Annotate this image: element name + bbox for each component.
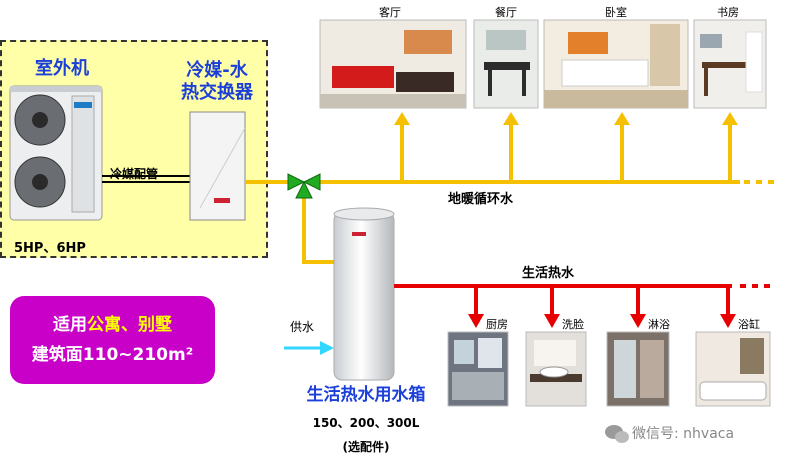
three-way-valve xyxy=(287,173,321,199)
tank-sizes: 150、200、300L xyxy=(312,416,420,430)
photo-dining-room xyxy=(473,19,539,109)
applicability-badge: 适用公寓、别墅 建筑面110~210m² xyxy=(10,296,215,384)
room-label-bathtub: 浴缸 xyxy=(738,318,760,331)
photo-living-room xyxy=(319,19,467,109)
supply-arrow xyxy=(284,341,334,355)
room-label-kitchen: 厨房 xyxy=(486,318,508,331)
room-label-study: 书房 xyxy=(717,6,739,19)
promo-prefix: 适用 xyxy=(53,315,87,335)
photo-washbasin xyxy=(525,331,587,407)
heating-pipe-network xyxy=(245,124,740,264)
hot-water-pipe-network xyxy=(394,284,732,316)
exchanger-title-1: 冷媒-水 xyxy=(186,60,248,81)
hot-water-label: 生活热水 xyxy=(522,266,575,281)
photo-shower xyxy=(606,331,670,407)
pipe-label: 冷媒配管 xyxy=(110,167,159,181)
outdoor-unit-title: 室外机 xyxy=(35,58,89,79)
supply-label: 供水 xyxy=(290,320,315,334)
wechat-icon xyxy=(605,425,629,443)
room-label-bedroom: 卧室 xyxy=(605,6,627,19)
photo-kitchen xyxy=(447,331,509,407)
heating-arrows xyxy=(394,112,738,125)
tank-title: 生活热水用水箱 xyxy=(306,385,426,405)
exchanger-title-2: 热交换器 xyxy=(181,82,253,103)
watermark: 微信号: nhvaca xyxy=(632,426,735,442)
room-label-dining: 餐厅 xyxy=(495,6,517,19)
promo-highlight: 公寓、别墅 xyxy=(87,315,172,335)
photo-bathtub xyxy=(695,331,771,407)
room-label-washbasin: 洗脸 xyxy=(562,318,584,331)
photo-bedroom xyxy=(543,19,689,109)
floor-heating-label: 地暖循环水 xyxy=(448,192,514,207)
hot-water-arrows xyxy=(468,314,736,328)
tank-note: (选配件) xyxy=(342,440,390,454)
photo-study-room xyxy=(693,19,767,109)
outdoor-unit xyxy=(9,85,103,221)
hot-water-tank xyxy=(333,207,395,381)
heat-exchanger xyxy=(189,111,246,221)
room-label-living: 客厅 xyxy=(379,6,401,19)
room-label-shower: 淋浴 xyxy=(648,318,670,331)
outdoor-unit-spec: 5HP、6HP xyxy=(14,241,86,256)
promo-area: 建筑面110~210m² xyxy=(31,345,194,365)
